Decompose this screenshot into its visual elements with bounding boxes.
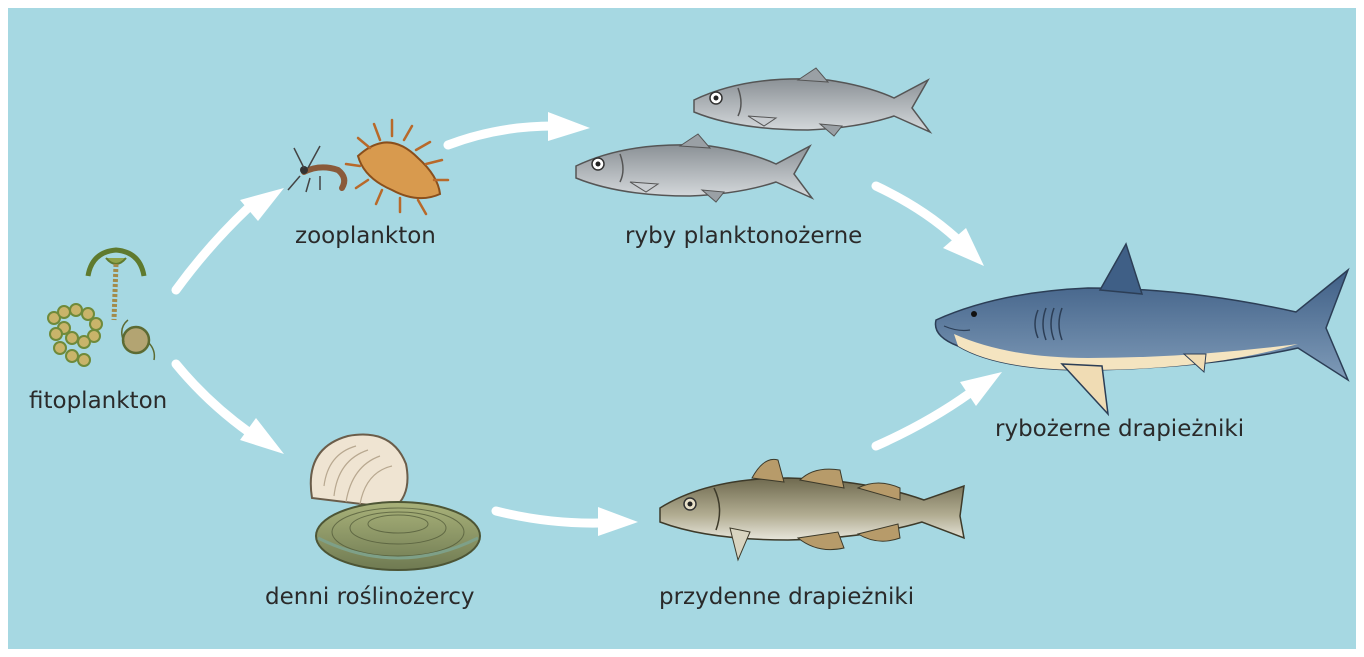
diagram-graphics [8,8,1356,649]
herring-illustration-top [694,68,930,136]
arrow-ryby-planktonozerne-to-rybozerne-drapiezniki [876,186,984,266]
label-zooplankton: zooplankton [295,223,436,249]
food-web-diagram: fitoplankton zooplankton ryby planktonoż… [8,8,1356,649]
phytoplankton-illustration [48,250,154,366]
shark-illustration [935,244,1348,414]
label-rybozerne-drapiezniki: rybożerne drapieżniki [995,416,1244,442]
cod-illustration [660,459,964,560]
arrow-denni-roslinozercy-to-przydenne-drapiezniki [496,507,638,536]
clam-illustration [311,435,480,570]
label-denni-roslinozercy: denni roślinożercy [265,584,474,610]
herring-illustration-bottom [576,134,812,202]
label-przydenne-drapiezniki: przydenne drapieżniki [659,584,914,610]
arrow-fitoplankton-to-zooplankton [176,188,284,290]
zooplankton-illustration [288,120,448,214]
arrow-zooplankton-to-ryby-planktonozerne [448,112,590,145]
arrow-fitoplankton-to-denni-roslinozercy [176,364,284,454]
label-fitoplankton: fitoplankton [29,388,167,414]
arrow-przydenne-drapiezniki-to-rybozerne-drapiezniki [876,372,1002,446]
label-ryby-planktonozerne: ryby planktonożerne [625,223,862,249]
